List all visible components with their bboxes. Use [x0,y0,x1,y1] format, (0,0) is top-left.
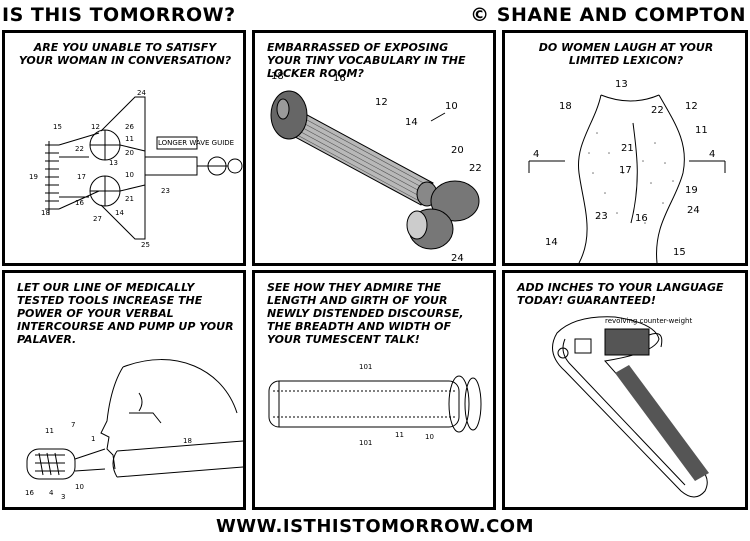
figure-drawing: 13 18 22 12 11 4 21 4 17 19 23 16 24 14 … [528,79,726,263]
patent-label: 11 [395,431,404,439]
patent-label: 20 [125,149,134,157]
panel-5: SEE HOW THEY ADMIRE THE LENGTH AND GIRTH… [252,270,496,510]
patent-label: 22 [651,105,664,116]
patent-label: 22 [75,145,84,153]
patent-label: 18 [559,101,572,112]
panel-4-caption: LET OUR LINE OF MEDICALLY TESTED TOOLS I… [17,281,234,346]
patent-label: 12 [91,123,100,131]
patent-label: 22 [469,163,482,174]
patent-label: 18 [41,209,50,217]
patent-label: 16 [25,489,34,497]
panel-1: ARE YOU UNABLE TO SATISFY YOUR WOMAN IN … [2,30,246,266]
patent-label: 13 [109,159,118,167]
patent-label: 17 [77,173,86,181]
patent-label: 3 [61,493,65,501]
patent-label: 11 [125,135,134,143]
panel-6: ADD INCHES TO YOUR LANGUAGE TODAY! GUARA… [502,270,748,510]
wave-guide-patent-drawing: LONGER WAVE GUIDE 24 12 15 22 13 17 16 1… [29,89,243,249]
patent-label: 101 [359,363,372,371]
comic-title: IS THIS TOMORROW? [2,4,236,26]
head-device-drawing: 11 7 1 18 16 4 3 10 [25,359,243,501]
patent-label: 4 [533,149,539,160]
patent-label: 23 [161,187,170,195]
patent-label: 11 [695,125,708,136]
patent-label: 23 [595,211,608,222]
patent-label: 19 [29,173,38,181]
panel-2-caption: EMBARRASSED OF EXPOSING YOUR TINY VOCABU… [267,41,466,80]
counterweight-device-drawing: revolving counter-weight [552,316,709,498]
patent-label: 1 [91,435,95,443]
patent-label: 17 [619,165,632,176]
patent-label: 21 [621,143,634,154]
guide-box-label: LONGER WAVE GUIDE [158,139,234,147]
patent-label: 10 [445,101,458,112]
patent-label: 16 [333,73,346,84]
patent-label: 12 [375,97,388,108]
patent-label: 4 [49,489,54,497]
patent-label: 19 [685,185,698,196]
patent-label: 16 [75,199,84,207]
patent-label: 7 [71,421,75,429]
cylinder-device-drawing: 18 16 12 10 14 20 22 24 [270,71,482,263]
patent-label: 25 [141,241,150,249]
panel-2: EMBARRASSED OF EXPOSING YOUR TINY VOCABU… [252,30,496,266]
electrode-comb [45,132,100,215]
panel-3-caption: DO WOMEN LAUGH AT YOUR LIMITED LEXICON? [538,41,714,67]
patent-label: 10 [125,171,134,179]
patent-label: 16 [635,213,648,224]
patent-label: 15 [53,123,62,131]
panel-6-caption: ADD INCHES TO YOUR LANGUAGE TODAY! GUARA… [517,281,724,307]
patent-label: 18 [271,71,284,82]
patent-label: 14 [545,237,558,248]
patent-label: 14 [115,209,124,217]
patent-label: 14 [405,117,418,128]
patent-label: 24 [451,253,464,263]
panel-3: DO WOMEN LAUGH AT YOUR LIMITED LEXICON? … [502,30,748,266]
comic-credit: © SHANE AND COMPTON [470,4,746,26]
patent-label: 26 [125,123,134,131]
tube-device-drawing: 101 101 11 10 [268,363,482,447]
revolving-counter-weight-label: revolving counter-weight [605,317,692,325]
patent-label: 21 [125,195,134,203]
patent-label: 18 [183,437,192,445]
patent-label: 11 [45,427,54,435]
patent-label: 15 [673,247,686,258]
panel-5-caption: SEE HOW THEY ADMIRE THE LENGTH AND GIRTH… [267,281,464,346]
patent-label: 101 [359,439,372,447]
patent-label: 10 [75,483,84,491]
patent-label: 24 [137,89,146,97]
patent-label: 13 [615,79,628,90]
patent-label: 20 [451,145,464,156]
panel-4: LET OUR LINE OF MEDICALLY TESTED TOOLS I… [2,270,246,510]
patent-label: 12 [685,101,698,112]
patent-label: 24 [687,205,700,216]
panel-1-caption: ARE YOU UNABLE TO SATISFY YOUR WOMAN IN … [18,41,232,67]
website-url: WWW.ISTHISTOMORROW.COM [215,516,535,537]
patent-label: 4 [709,149,715,160]
patent-label: 27 [93,215,102,223]
patent-label: 10 [425,433,434,441]
